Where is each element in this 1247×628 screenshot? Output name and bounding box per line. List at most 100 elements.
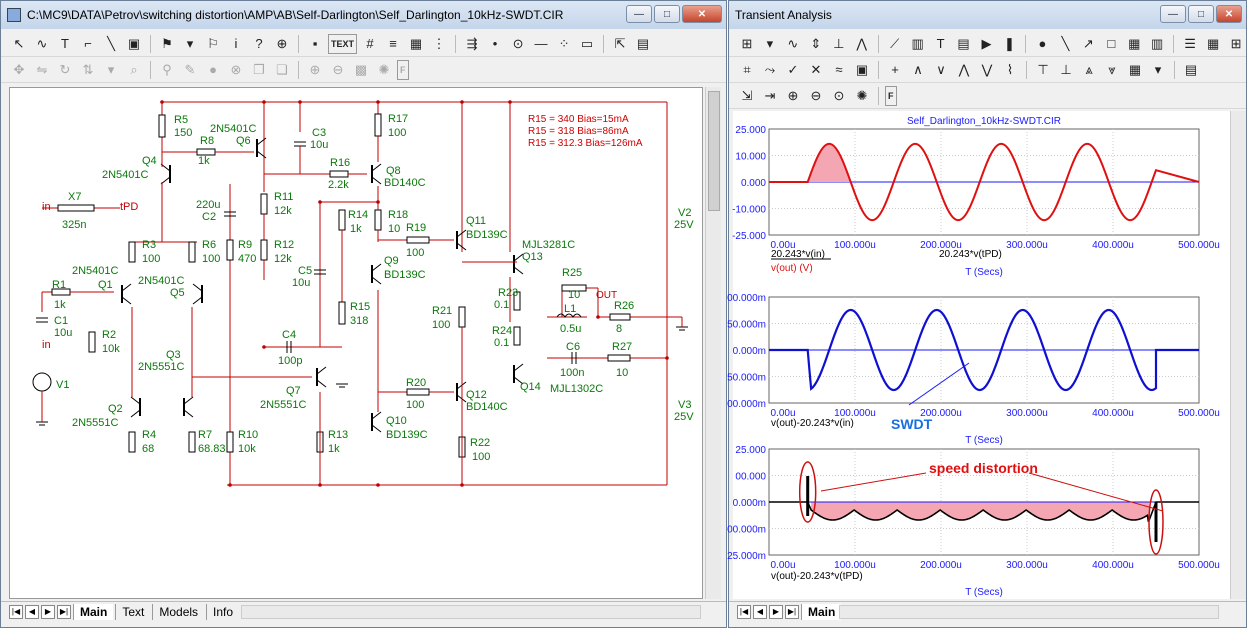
stop-icon[interactable]: ● — [209, 62, 217, 77]
snap-icon[interactable]: ⇥ — [764, 87, 776, 103]
zoom-in-icon[interactable]: ⊕ — [787, 87, 799, 103]
tab-main[interactable]: Main — [801, 603, 842, 620]
analysis-hscroll[interactable] — [839, 605, 1219, 619]
slope-icon[interactable]: ⟋ — [890, 35, 900, 51]
box-icon[interactable]: ▭ — [580, 35, 594, 51]
zoom-out-icon[interactable]: ⊖ — [810, 87, 822, 103]
stop-icon[interactable]: ● — [1038, 36, 1047, 51]
calc-icon[interactable]: ▩ — [354, 61, 368, 77]
grid-icon[interactable]: ▦ — [409, 35, 423, 51]
zoom-in-icon[interactable]: ⊕ — [309, 61, 321, 77]
bars-icon[interactable]: ▥ — [1151, 35, 1164, 51]
pointer-select-icon[interactable]: ⇱ — [614, 35, 626, 51]
zoom-fit-icon[interactable]: ⊙ — [833, 87, 845, 103]
peak2-icon[interactable]: ∧ — [913, 61, 923, 77]
schematic-vscroll[interactable] — [705, 87, 721, 599]
prev-tab-icon[interactable]: ◀ — [25, 604, 39, 619]
on-icon[interactable]: ⊙ — [512, 35, 524, 51]
table-icon[interactable]: ⊞ — [1230, 35, 1242, 51]
gear-icon[interactable]: ✺ — [856, 87, 868, 103]
text-icon[interactable]: T — [61, 36, 69, 51]
cancel-icon[interactable]: ⊗ — [230, 61, 242, 77]
close-button[interactable]: ✕ — [682, 5, 722, 23]
analysis-titlebar[interactable]: Transient Analysis — □ ✕ — [729, 1, 1246, 29]
zoom-out-icon[interactable]: ⊖ — [332, 61, 344, 77]
global-low-icon[interactable]: ⩔ — [1108, 61, 1116, 77]
inflect-icon[interactable]: ⌇ — [1006, 61, 1014, 77]
pause-icon[interactable]: ❚ — [1004, 35, 1015, 51]
dash-line-icon[interactable]: — — [534, 36, 548, 51]
analysis-vscroll[interactable] — [1230, 111, 1246, 599]
minimize-button[interactable]: — — [626, 5, 652, 23]
axis-icon[interactable]: ⊥ — [833, 35, 845, 51]
tab-text[interactable]: Text — [115, 603, 150, 620]
flag-icon[interactable]: ⚑ — [161, 35, 173, 51]
pin-icon[interactable]: ▪ — [312, 36, 318, 51]
mirror-icon[interactable]: ⇋ — [36, 61, 48, 77]
schematic-hscroll[interactable] — [241, 605, 701, 619]
wire-icon[interactable]: ∿ — [36, 35, 48, 51]
paste-icon[interactable]: ❏ — [276, 61, 288, 77]
properties-icon[interactable]: ▤ — [957, 35, 970, 51]
bottom-icon[interactable]: ⊥ — [1060, 61, 1072, 77]
tab-info[interactable]: Info — [206, 603, 239, 620]
pointer-icon[interactable]: ↖ — [13, 35, 25, 51]
image-icon[interactable]: ▣ — [855, 61, 869, 77]
info-icon[interactable]: i — [234, 36, 238, 51]
node-flag-icon[interactable]: ⚐ — [207, 35, 219, 51]
cursor-mode-icon[interactable]: ⇲ — [741, 87, 753, 103]
arrow-line-icon[interactable]: ↗ — [1082, 35, 1094, 51]
mark2-icon[interactable]: ✕ — [810, 61, 822, 77]
maximize-button[interactable]: □ — [654, 5, 680, 23]
peak-icon[interactable]: ⋀ — [856, 35, 868, 51]
global-high-icon[interactable]: ⩓ — [1085, 61, 1093, 77]
copy-icon[interactable]: ❐ — [253, 61, 265, 77]
scope-icon[interactable]: ⊞ — [741, 35, 753, 51]
text-icon[interactable]: T — [936, 36, 945, 51]
pack-icon[interactable]: ▦ — [1128, 61, 1142, 77]
last-tab-icon[interactable]: ▶| — [785, 604, 799, 619]
wire-bend-icon[interactable]: ⌐ — [84, 36, 92, 51]
first-tab-icon[interactable]: |◀ — [737, 604, 751, 619]
tool-f[interactable]: F — [397, 59, 409, 80]
dropdown-icon[interactable]: ▾ — [1154, 61, 1162, 77]
component-icon[interactable]: ▣ — [127, 35, 141, 51]
prev-tab-icon[interactable]: ◀ — [753, 604, 767, 619]
curve-icon[interactable]: ⤳ — [764, 61, 776, 77]
next-tab-icon[interactable]: ▶ — [41, 604, 55, 619]
bus-icon[interactable]: ⇶ — [466, 35, 478, 51]
attr-icon[interactable]: ⋮ — [432, 35, 446, 51]
cols-icon[interactable]: ▦ — [1206, 35, 1220, 51]
maximize-button[interactable]: □ — [1188, 5, 1214, 23]
flip-icon[interactable]: ⇅ — [82, 61, 94, 77]
binoculars-icon[interactable]: ⚲ — [162, 61, 172, 77]
dropdown-icon[interactable]: ▾ — [186, 35, 194, 51]
find-icon[interactable]: ⌕ — [130, 61, 138, 77]
line-icon[interactable]: ╲ — [1061, 35, 1070, 51]
cursor-icon[interactable]: + — [891, 62, 899, 77]
valley-icon[interactable]: ∨ — [936, 61, 946, 77]
align-icon[interactable]: ✥ — [13, 61, 25, 77]
edit-icon[interactable]: ✎ — [184, 61, 196, 77]
tool-f[interactable]: F — [885, 85, 897, 106]
run-icon[interactable]: ▶ — [981, 35, 992, 51]
shape-icon[interactable]: ⌗ — [743, 61, 751, 77]
next-tab-icon[interactable]: ▶ — [769, 604, 783, 619]
gear-icon[interactable]: ✺ — [378, 61, 390, 77]
wave-icon[interactable]: ∿ — [787, 35, 799, 51]
probe-icon[interactable]: ⊕ — [276, 35, 288, 51]
hist-icon[interactable]: ▥ — [911, 35, 924, 51]
dropdown-icon[interactable]: ▾ — [766, 35, 774, 51]
tab-main[interactable]: Main — [73, 603, 114, 620]
line-icon[interactable]: ╲ — [107, 35, 115, 51]
minimize-button[interactable]: — — [1160, 5, 1186, 23]
data-icon[interactable]: ▤ — [1184, 61, 1198, 77]
tool-text[interactable]: TEXT — [328, 33, 358, 54]
normalize-icon[interactable]: ⇕ — [810, 35, 822, 51]
low-icon[interactable]: ⋁ — [981, 61, 993, 77]
last-tab-icon[interactable]: ▶| — [57, 604, 71, 619]
first-tab-icon[interactable]: |◀ — [9, 604, 23, 619]
mark-icon[interactable]: ✓ — [787, 61, 799, 77]
node-icon[interactable]: • — [492, 36, 498, 51]
